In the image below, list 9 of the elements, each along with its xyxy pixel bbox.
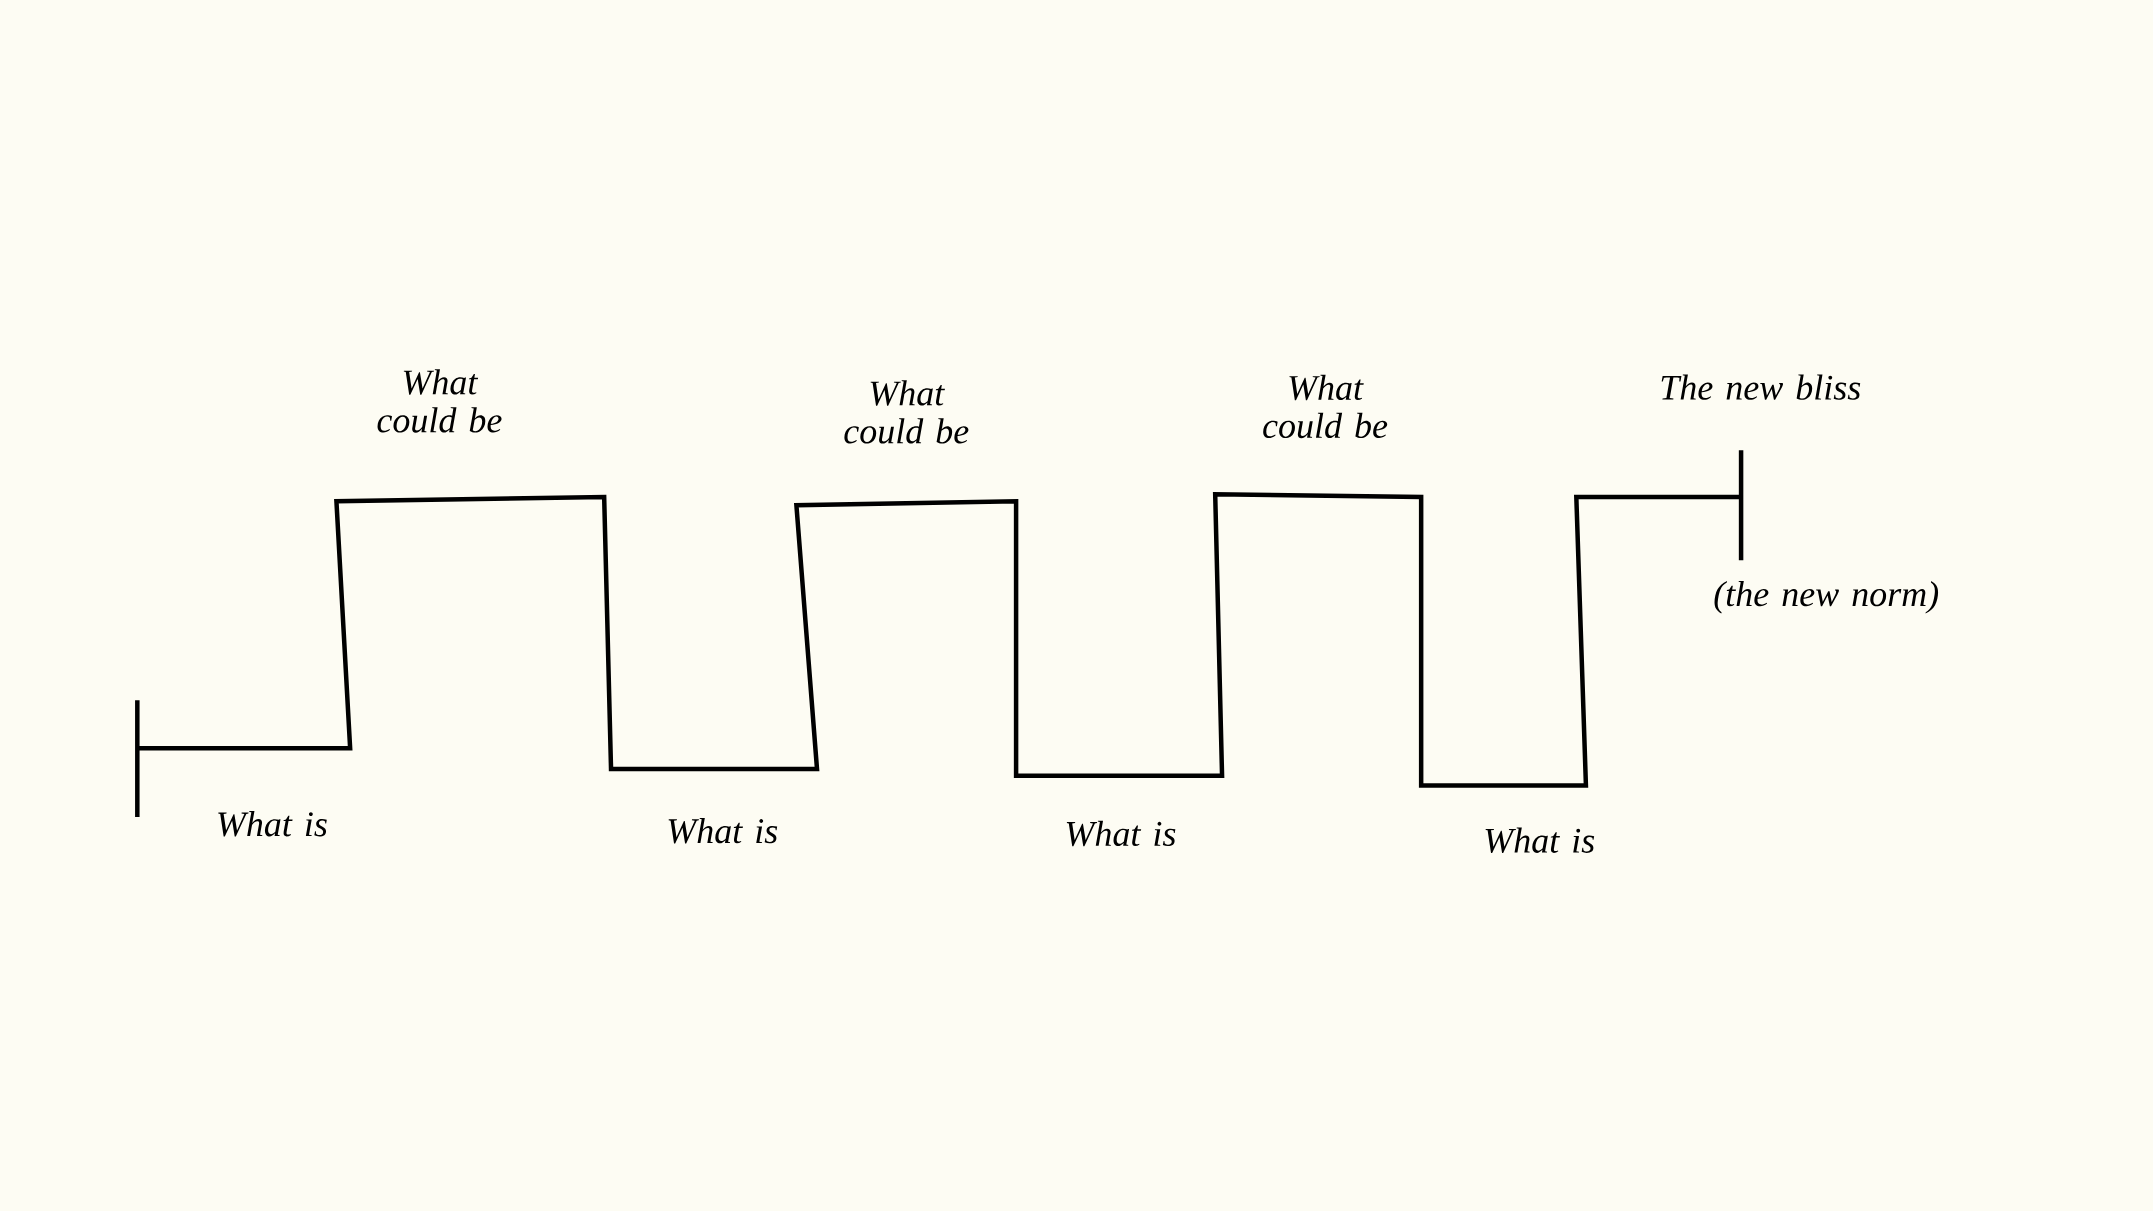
- handwritten-label: What could be: [377, 369, 502, 433]
- handwritten-label: What is: [1485, 827, 1595, 854]
- handwritten-label: What is: [668, 817, 778, 844]
- handwritten-label: What could be: [1263, 374, 1388, 439]
- handwritten-label: The new bliss: [1661, 374, 1861, 400]
- handwritten-label: What could be: [844, 380, 969, 444]
- handwritten-label: (the new norm): [1714, 580, 1939, 614]
- handwritten-label: What is: [218, 811, 327, 837]
- handwritten-label: What is: [1066, 820, 1176, 847]
